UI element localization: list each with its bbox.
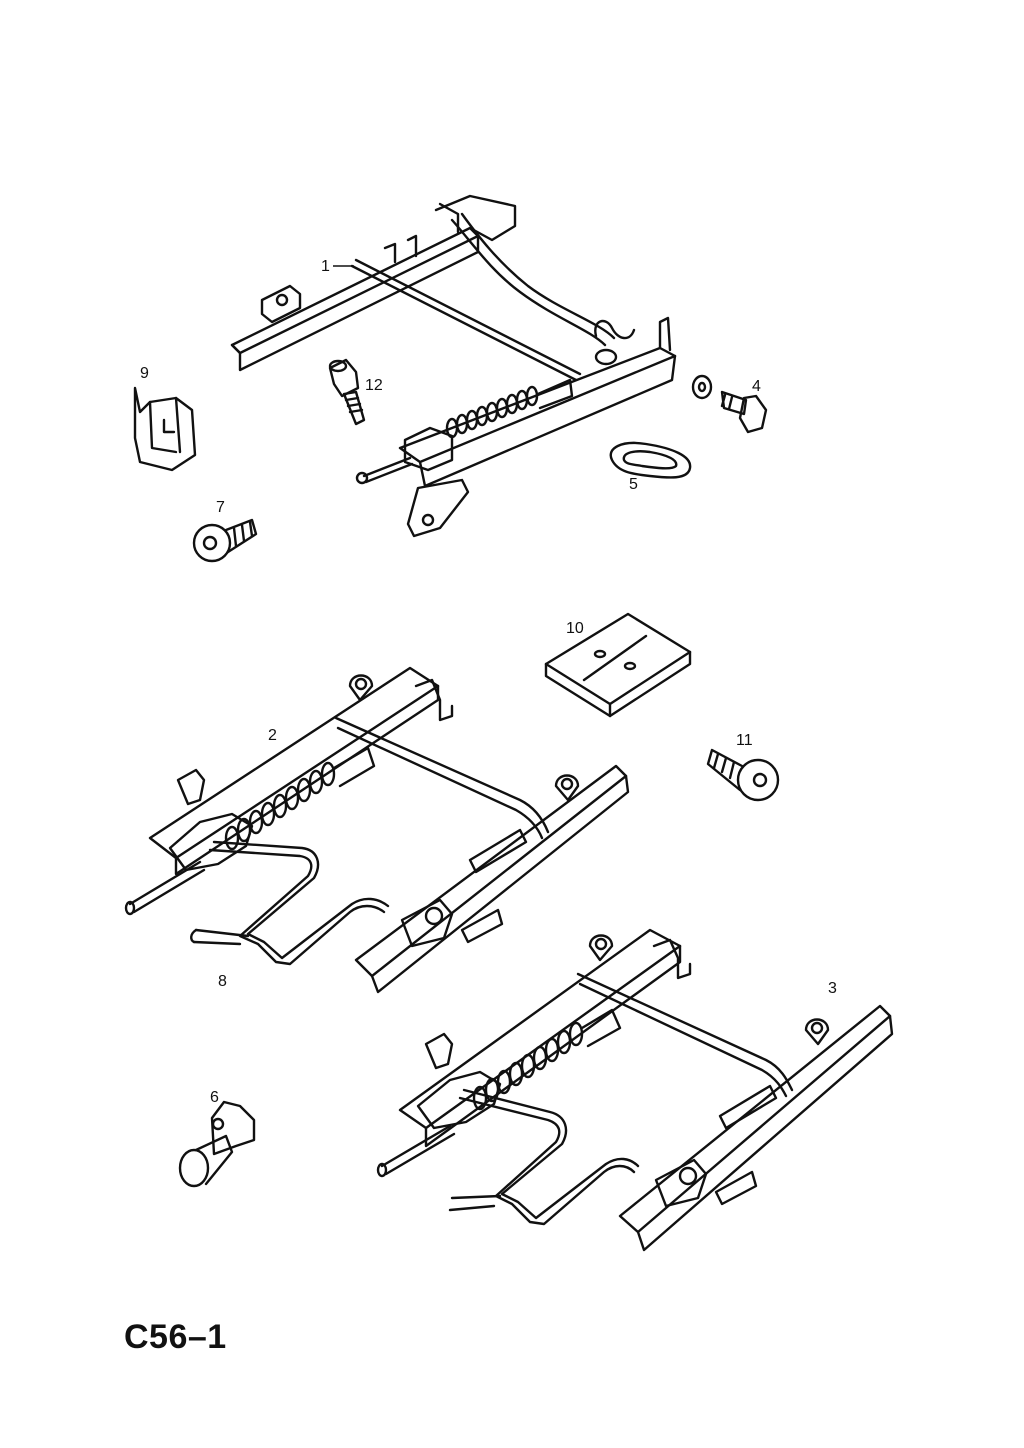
callout-6: 6	[210, 1089, 219, 1106]
callout-12: 12	[365, 377, 383, 394]
part-7-screw	[192, 518, 258, 563]
callout-9: 9	[140, 365, 149, 382]
part-12-socket-screw	[328, 358, 366, 426]
callout-1: 1	[321, 258, 330, 275]
callout-2: 2	[268, 727, 277, 744]
callout-11: 11	[736, 732, 753, 749]
part-6-pin	[178, 1100, 256, 1188]
part-10-plate	[544, 612, 692, 718]
callout-10: 10	[566, 620, 584, 637]
part-1-seat-frame	[230, 194, 677, 538]
part-2-spring	[224, 761, 336, 851]
part-9-clip	[133, 386, 197, 472]
part-2-rail-assembly	[124, 666, 630, 994]
part-8-release-handle	[190, 840, 390, 966]
part-11-screw	[706, 748, 780, 802]
part-4-bolt	[691, 374, 768, 434]
callout-7: 7	[216, 499, 225, 516]
callout-labels: 1 2 3 4 5 6 7 8 9 10 11 12	[140, 258, 837, 1106]
callout-8: 8	[218, 973, 227, 990]
page-code-label: C56–1	[124, 1318, 227, 1356]
part-1-spring	[445, 385, 539, 439]
part-3-spring	[472, 1021, 584, 1111]
part-5-gasket	[609, 441, 692, 479]
callout-3: 3	[828, 980, 837, 997]
part-3-rail-assembly	[376, 928, 894, 1252]
callout-5: 5	[629, 476, 638, 493]
callout-4: 4	[752, 378, 761, 395]
